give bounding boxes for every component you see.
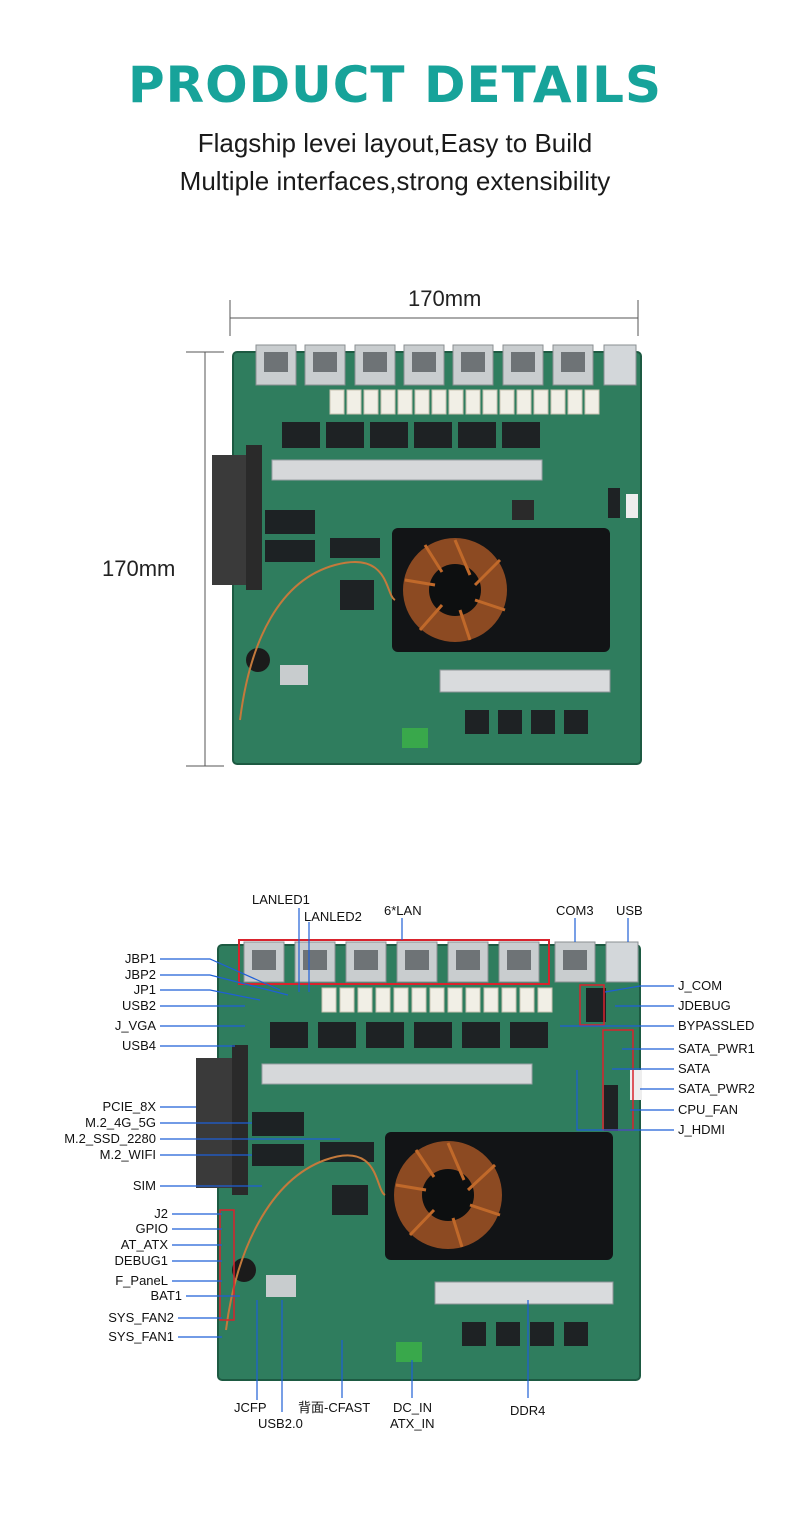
label-6-lan: 6*LAN bbox=[384, 903, 422, 918]
label-j-vga: J_VGA bbox=[114, 1018, 156, 1033]
label-usb4: USB4 bbox=[122, 1038, 156, 1053]
label-f-panel: F_PaneL bbox=[115, 1273, 168, 1288]
label-rear-cfast: 背面-CFAST bbox=[298, 1400, 371, 1415]
label-m2-wifi: M.2_WIFI bbox=[99, 1147, 156, 1162]
label-usb2-0: USB2.0 bbox=[258, 1416, 303, 1431]
width-dimension-label: 170mm bbox=[408, 286, 482, 311]
label-dc-in: DC_IN bbox=[393, 1400, 433, 1415]
label-pcie-8x: PCIE_8X bbox=[102, 1099, 156, 1114]
label-j-hdmi: J_HDMI bbox=[678, 1122, 725, 1137]
motherboard-annotated-view bbox=[196, 939, 642, 1381]
subtitle-line-2: Multiple interfaces,strong extensibility bbox=[179, 166, 611, 196]
label-cpu-fan: CPU_FAN bbox=[678, 1102, 738, 1117]
label-jcfp: JCFP bbox=[234, 1400, 267, 1415]
subtitle-line-1: Flagship levei layout,Easy to Build bbox=[197, 128, 593, 158]
label-lanled2: LANLED2 bbox=[304, 909, 362, 924]
label-at-atx: AT_ATX bbox=[120, 1237, 168, 1252]
label-m2-ssd-2280: M.2_SSD_2280 bbox=[64, 1131, 156, 1146]
width-dimension-line bbox=[229, 300, 639, 336]
label-sata-pwr1: SATA_PWR1 bbox=[678, 1041, 755, 1056]
label-sys-fan2: SYS_FAN2 bbox=[108, 1310, 174, 1325]
label-bat1: BAT1 bbox=[150, 1288, 182, 1303]
label-gpio: GPIO bbox=[135, 1221, 168, 1236]
label-usb: USB bbox=[616, 903, 643, 918]
callout-lines bbox=[160, 908, 674, 1412]
label-sys-fan1: SYS_FAN1 bbox=[108, 1329, 174, 1344]
label-j2: J2 bbox=[154, 1206, 168, 1221]
label-usb2: USB2 bbox=[122, 998, 156, 1013]
label-ddr4: DDR4 bbox=[510, 1403, 546, 1418]
label-jbp1: JBP1 bbox=[124, 951, 156, 966]
label-j-com: J_COM bbox=[678, 978, 723, 993]
motherboard-top-view bbox=[212, 344, 642, 765]
label-m2-4g-5g: M.2_4G_5G bbox=[85, 1115, 156, 1130]
label-com3: COM3 bbox=[556, 903, 594, 918]
page-title: PRODUCT DETAILS bbox=[127, 56, 663, 114]
label-jbp2: JBP2 bbox=[124, 967, 156, 982]
label-jdebug: JDEBUG bbox=[678, 998, 731, 1013]
label-jp1: JP1 bbox=[133, 982, 156, 997]
label-bypassled: BYPASSLED bbox=[678, 1018, 755, 1033]
label-sata: SATA bbox=[678, 1061, 711, 1076]
label-atx-in: ATX_IN bbox=[390, 1416, 435, 1431]
label-debug1: DEBUG1 bbox=[114, 1253, 168, 1268]
height-dimension-label: 170mm bbox=[102, 556, 176, 581]
label-sata-pwr2: SATA_PWR2 bbox=[678, 1081, 755, 1096]
label-lanled1: LANLED1 bbox=[252, 892, 310, 907]
height-dimension-line bbox=[186, 351, 224, 767]
label-sim: SIM bbox=[132, 1178, 156, 1193]
